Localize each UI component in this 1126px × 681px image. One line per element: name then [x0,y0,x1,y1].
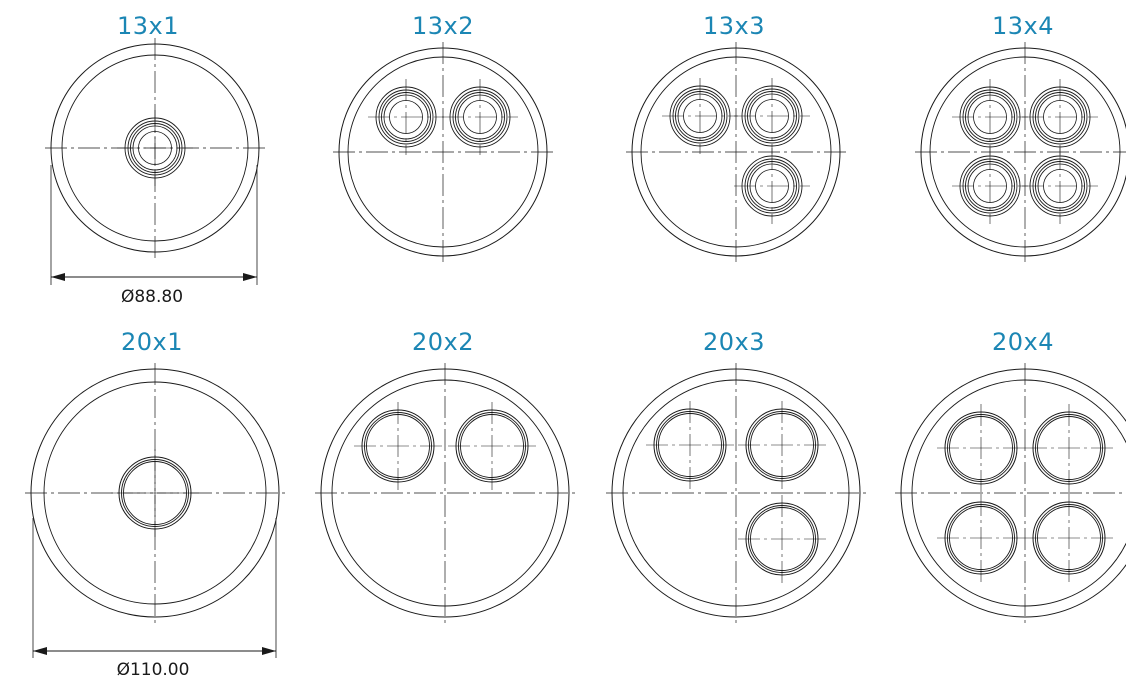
title-13x2: 13x2 [411,12,475,40]
diagram-13x4 [915,42,1126,262]
title-20x3: 20x3 [702,328,766,356]
diagram-13x2 [333,42,553,262]
dimension-110-00 [32,518,277,658]
title-13x3: 13x3 [702,12,766,40]
dimension-88-80 [50,165,258,285]
diagram-20x2 [315,363,575,623]
diagram-20x1 [25,363,285,623]
title-20x2: 20x2 [411,328,475,356]
title-13x4: 13x4 [991,12,1055,40]
diagram-20x3 [606,363,866,623]
title-13x1: 13x1 [116,12,180,40]
dimension-label-110-00: Ø110.00 [116,660,190,680]
title-20x1: 20x1 [120,328,184,356]
dimension-label-88-80: Ø88.80 [120,287,184,307]
diagram-20x4 [895,363,1126,623]
title-20x4: 20x4 [991,328,1055,356]
diagram-13x3 [626,42,846,262]
diagram-13x1 [45,38,265,258]
